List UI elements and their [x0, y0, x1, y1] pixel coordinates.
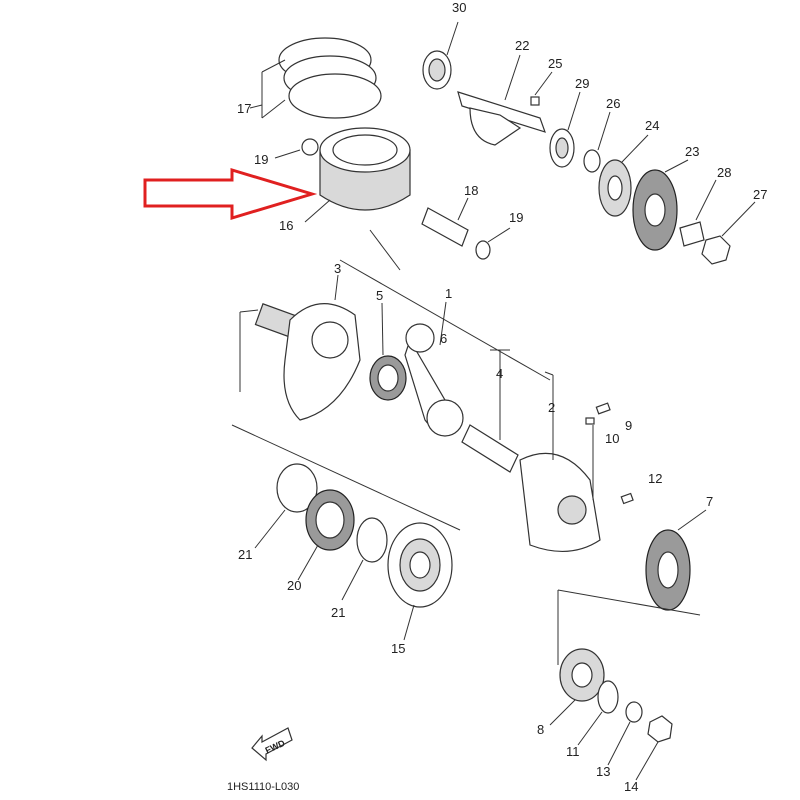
part-label-18: 18 — [464, 183, 478, 198]
part-10-pin — [585, 417, 595, 500]
part-label-7: 7 — [706, 494, 713, 509]
part-label-13: 13 — [596, 764, 610, 779]
part-label-10: 10 — [605, 431, 619, 446]
part-label-20: 20 — [287, 578, 301, 593]
part-label-3: 3 — [334, 261, 341, 276]
part-22-balancer-shaft — [457, 54, 546, 146]
part-label-15: 15 — [391, 641, 405, 656]
part-label-21b: 21 — [331, 605, 345, 620]
part-label-25: 25 — [548, 56, 562, 71]
part-20-oil-seal — [297, 489, 355, 581]
part-label-23: 23 — [685, 144, 699, 159]
drawing-code: 1HS1110-L030 — [227, 781, 299, 793]
part-label-22: 22 — [515, 38, 529, 53]
part-25-key — [530, 71, 553, 106]
part-label-28: 28 — [717, 165, 731, 180]
part-28-washer — [679, 179, 717, 247]
part-16-piston — [304, 127, 411, 223]
part-24-gear — [598, 134, 649, 217]
part-23-gear — [632, 159, 689, 251]
part-19-circlip-right — [475, 227, 511, 260]
part-label-1: 1 — [445, 286, 452, 301]
part-17-piston-rings — [249, 37, 382, 119]
part-label-11: 11 — [566, 744, 580, 759]
part-label-24: 24 — [645, 118, 659, 133]
part-27-nut — [701, 201, 756, 265]
fwd-arrow: FWD — [251, 727, 293, 762]
part-29-bearing — [549, 91, 581, 168]
part-30-bearing — [422, 21, 459, 90]
part-6-connecting-rod — [404, 301, 464, 437]
part-label-30: 30 — [452, 0, 466, 15]
part-label-27: 27 — [753, 187, 767, 202]
part-13-washer — [607, 701, 643, 766]
part-2-crank-web-right — [519, 371, 601, 553]
part-19-circlip-left — [274, 138, 319, 159]
part-15-bearing — [387, 522, 453, 641]
part-11-spring — [577, 680, 619, 746]
part-21-circlip-right — [341, 517, 388, 601]
part-14-nut — [635, 715, 673, 781]
part-label-2: 2 — [548, 400, 555, 415]
part-label-16: 16 — [279, 218, 293, 233]
part-label-29: 29 — [575, 76, 589, 91]
part-3-crank-web-left — [239, 274, 361, 421]
part-label-8: 8 — [537, 722, 544, 737]
part-label-14: 14 — [624, 779, 638, 794]
part-label-12: 12 — [648, 471, 662, 486]
part-label-4: 4 — [496, 366, 503, 381]
part-label-17: 17 — [237, 101, 251, 116]
part-12-key — [620, 492, 634, 505]
part-label-19a: 19 — [254, 152, 268, 167]
part-label-21a: 21 — [238, 547, 252, 562]
part-5-needle-bearing — [369, 302, 407, 401]
part-label-26: 26 — [606, 96, 620, 111]
part-7-gear — [645, 509, 707, 611]
part-8-plate — [549, 648, 605, 726]
part-label-9: 9 — [625, 418, 632, 433]
part-18-piston-pin — [421, 197, 469, 247]
part-label-19b: 19 — [509, 210, 523, 225]
part-26-spacer — [583, 111, 611, 173]
part-label-6: 6 — [440, 331, 447, 346]
part-21-circlip-left — [254, 463, 318, 549]
highlight-arrow — [143, 167, 318, 221]
part-label-5: 5 — [376, 288, 383, 303]
part-4-crank-pin — [461, 349, 519, 473]
part-9-pin — [595, 402, 611, 415]
